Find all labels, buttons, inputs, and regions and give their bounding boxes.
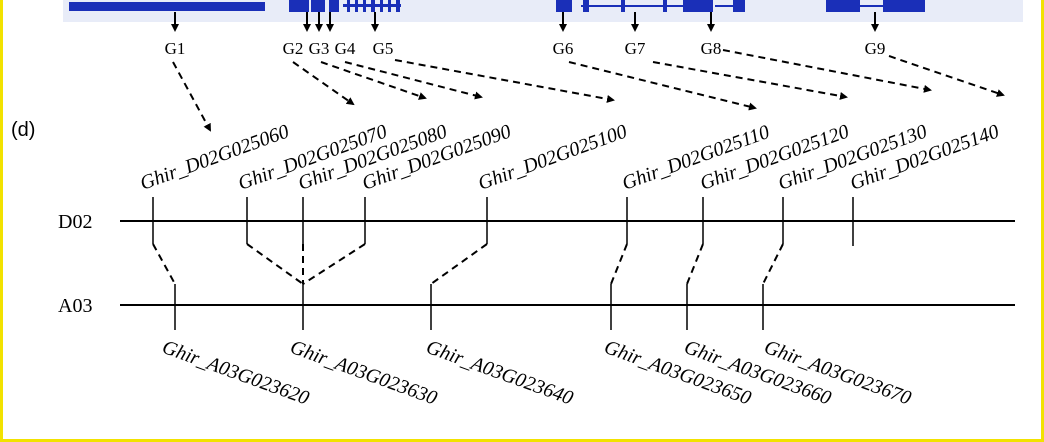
marker-gene-link xyxy=(568,61,757,111)
gene-model-g5 xyxy=(343,0,401,12)
gene-model-g9 xyxy=(826,0,925,12)
gene-track-top xyxy=(63,0,1023,22)
a03-gene-label: Ghir_A03G023620 xyxy=(159,336,312,409)
marker-label: G8 xyxy=(701,39,722,58)
marker-gene-link xyxy=(652,61,848,100)
a03-gene-label: Ghir_A03G023640 xyxy=(423,336,576,409)
synteny-connectors xyxy=(152,243,784,285)
marker-label: G4 xyxy=(335,39,356,58)
marker-gene-link xyxy=(320,61,427,100)
chromosome-label-d02: D02 xyxy=(58,211,92,233)
gene-model-g6 xyxy=(556,0,572,12)
synteny-link xyxy=(686,243,704,285)
marker-gene-link xyxy=(394,59,615,103)
marker-gene-link xyxy=(344,61,483,100)
marker-gene-link xyxy=(722,49,932,93)
a03-gene-label: Ghir_A03G023630 xyxy=(287,336,440,409)
synteny-link xyxy=(430,243,488,285)
gene-ticks xyxy=(152,197,854,330)
marker-gene-link xyxy=(888,55,1005,97)
marker-label: G1 xyxy=(165,39,186,58)
panel-label: (d) xyxy=(11,119,35,141)
gene-model-g3 xyxy=(311,0,325,12)
gene-model-g8 xyxy=(683,0,745,12)
synteny-link xyxy=(246,243,304,285)
synteny-diagram: G1 G2 G3 G4 G5 G6 G7 G8 G9 (d) Ghir_D02G025060Gh… xyxy=(11,0,1023,410)
synteny-link xyxy=(152,243,176,285)
chromosome-label-a03: A03 xyxy=(58,295,92,317)
marker-to-gene-links xyxy=(172,49,1005,132)
marker-gene-link xyxy=(172,61,211,132)
marker-label: G3 xyxy=(309,39,330,58)
synteny-link xyxy=(762,243,784,285)
gene-model-g1 xyxy=(69,2,265,11)
marker-label: G6 xyxy=(553,39,574,58)
gene-model-g4 xyxy=(329,0,339,12)
d02-gene-labels: Ghir_D02G025060Ghir_D02G025070Ghir_D02G0… xyxy=(137,120,1002,194)
a03-gene-labels: Ghir_A03G023620Ghir_A03G023630Ghir_A03G0… xyxy=(159,336,914,409)
marker-label: G2 xyxy=(283,39,304,58)
gene-model-g2 xyxy=(289,0,309,12)
marker-label: G9 xyxy=(865,39,886,58)
synteny-link xyxy=(610,243,628,285)
marker-label: G5 xyxy=(373,39,394,58)
gene-markers: G1 G2 G3 G4 G5 G6 G7 G8 G9 xyxy=(165,12,886,58)
marker-gene-link xyxy=(292,61,355,106)
marker-label: G7 xyxy=(625,39,646,58)
synteny-link xyxy=(302,243,366,285)
gene-model-g7 xyxy=(581,0,685,12)
